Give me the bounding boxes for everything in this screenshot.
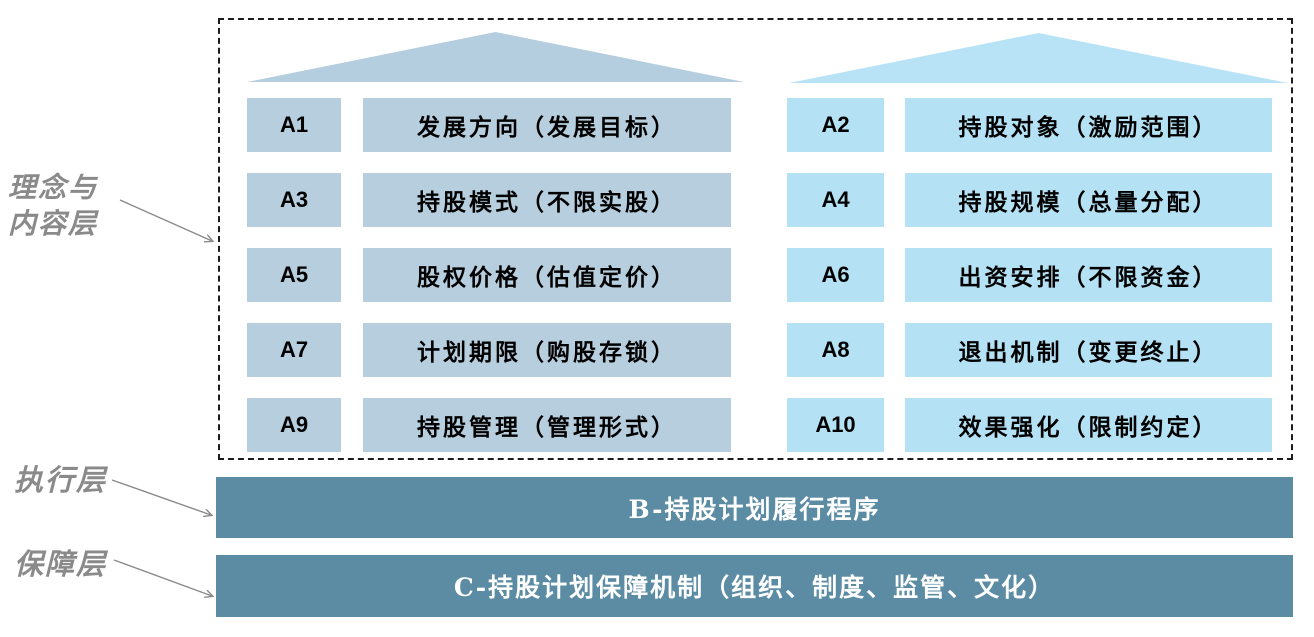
item-code-a8: A8 [787,323,884,377]
arrow-execution-to-bar [111,479,211,515]
item-text-a5: 股权价格（估值定价） [363,248,731,302]
item-text-a1: 发展方向（发展目标） [363,98,731,152]
execution-bar: B-持股计划履行程序 [216,477,1293,538]
item-code-a5: A5 [247,248,341,302]
concept-content-box [218,18,1293,460]
item-code-a7: A7 [247,323,341,377]
item-code-a2: A2 [787,98,884,152]
item-text-a6: 出资安排（不限资金） [905,248,1272,302]
item-code-a6: A6 [787,248,884,302]
layer-label-guarantee: 保障层 [14,547,108,581]
item-code-a4: A4 [787,173,884,227]
layer-label-concept-line2: 内容层 [8,207,99,241]
item-text-a8: 退出机制（变更终止） [905,323,1272,377]
item-code-a9: A9 [247,398,341,452]
item-text-a3: 持股模式（不限实股） [363,173,731,227]
item-text-a10: 效果强化（限制约定） [905,398,1272,452]
item-code-a10: A10 [787,398,884,452]
layer-label-execution: 执行层 [14,463,108,497]
item-code-a3: A3 [247,173,341,227]
item-text-a2: 持股对象（激励范围） [905,98,1272,152]
guarantee-bar: C-持股计划保障机制（组织、制度、监管、文化） [216,555,1293,617]
item-text-a4: 持股规模（总量分配） [905,173,1272,227]
item-text-a9: 持股管理（管理形式） [363,398,731,452]
layer-label-concept: 理念与 内容层 [8,170,98,243]
arrow-concept-to-box [119,199,212,241]
item-code-a1: A1 [247,98,341,152]
arrow-guarantee-to-bar [113,559,212,596]
layer-label-concept-line1: 理念与 [8,171,99,204]
item-text-a7: 计划期限（购股存锁） [363,323,731,377]
